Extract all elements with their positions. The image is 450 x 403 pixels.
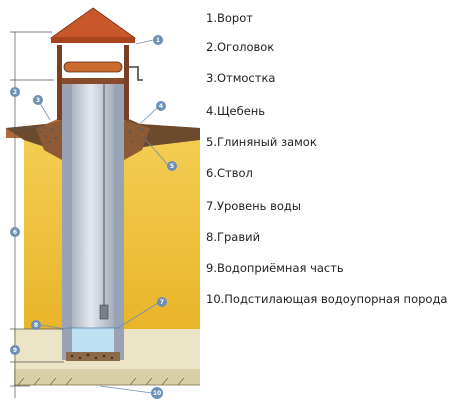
head-post-left (57, 45, 62, 120)
svg-text:9: 9 (13, 347, 17, 354)
legend-item-5: 5.Глиняный замок (206, 135, 317, 149)
svg-text:5: 5 (170, 163, 174, 170)
clay-lock-right (124, 120, 150, 160)
legend-item-4: 4.Щебень (206, 104, 266, 118)
roof (49, 7, 137, 39)
legend-item-6: 6.Ствол (206, 166, 253, 180)
bucket (99, 304, 109, 320)
callout-8: 8 (31, 320, 41, 330)
callout-6: 6 (10, 227, 20, 237)
shaft-left-wall (62, 80, 72, 360)
legend-item-3: 3.Отмостка (206, 71, 276, 85)
callout-markers: 1 2 3 4 5 6 7 8 9 10 (10, 35, 177, 399)
crushed-stone (38, 127, 148, 144)
gravel (66, 352, 120, 361)
callout-5: 5 (167, 161, 177, 171)
svg-text:7: 7 (160, 299, 164, 306)
legend: 1.Ворот 2.Оголовок 3.Отмостка 4.Щебень 5… (206, 0, 448, 403)
bedrock (14, 369, 200, 385)
legend-item-8: 8.Гравий (206, 230, 261, 244)
svg-text:3: 3 (36, 97, 40, 104)
legend-item-10: 10.Подстилающая водоупорная порода (206, 292, 448, 306)
shaft-right-wall (114, 80, 124, 360)
svg-text:10: 10 (153, 390, 161, 397)
callout-7: 7 (157, 297, 167, 307)
water (72, 328, 114, 352)
windlass-handle (129, 66, 143, 81)
svg-text:1: 1 (156, 37, 160, 44)
callout-leaders (39, 39, 169, 394)
svg-text:2: 2 (13, 89, 17, 96)
svg-text:4: 4 (159, 103, 163, 110)
callout-1: 1 (153, 35, 163, 45)
clay-lock-left (36, 120, 62, 160)
legend-item-2: 2.Оголовок (206, 40, 275, 54)
callout-10: 10 (151, 387, 163, 399)
callout-2: 2 (10, 87, 20, 97)
head-post-right (124, 45, 129, 120)
shaft-interior (72, 80, 114, 328)
callout-3: 3 (33, 95, 43, 105)
windlass (63, 61, 123, 73)
bedrock-hatching (14, 377, 200, 386)
legend-item-1: 1.Ворот (206, 11, 253, 25)
legend-item-7: 7.Уровень воды (206, 199, 301, 213)
svg-text:6: 6 (13, 229, 17, 236)
callout-4: 4 (156, 101, 166, 111)
callout-9: 9 (10, 345, 20, 355)
svg-text:8: 8 (34, 322, 38, 329)
legend-item-9: 9.Водоприёмная часть (206, 261, 344, 275)
